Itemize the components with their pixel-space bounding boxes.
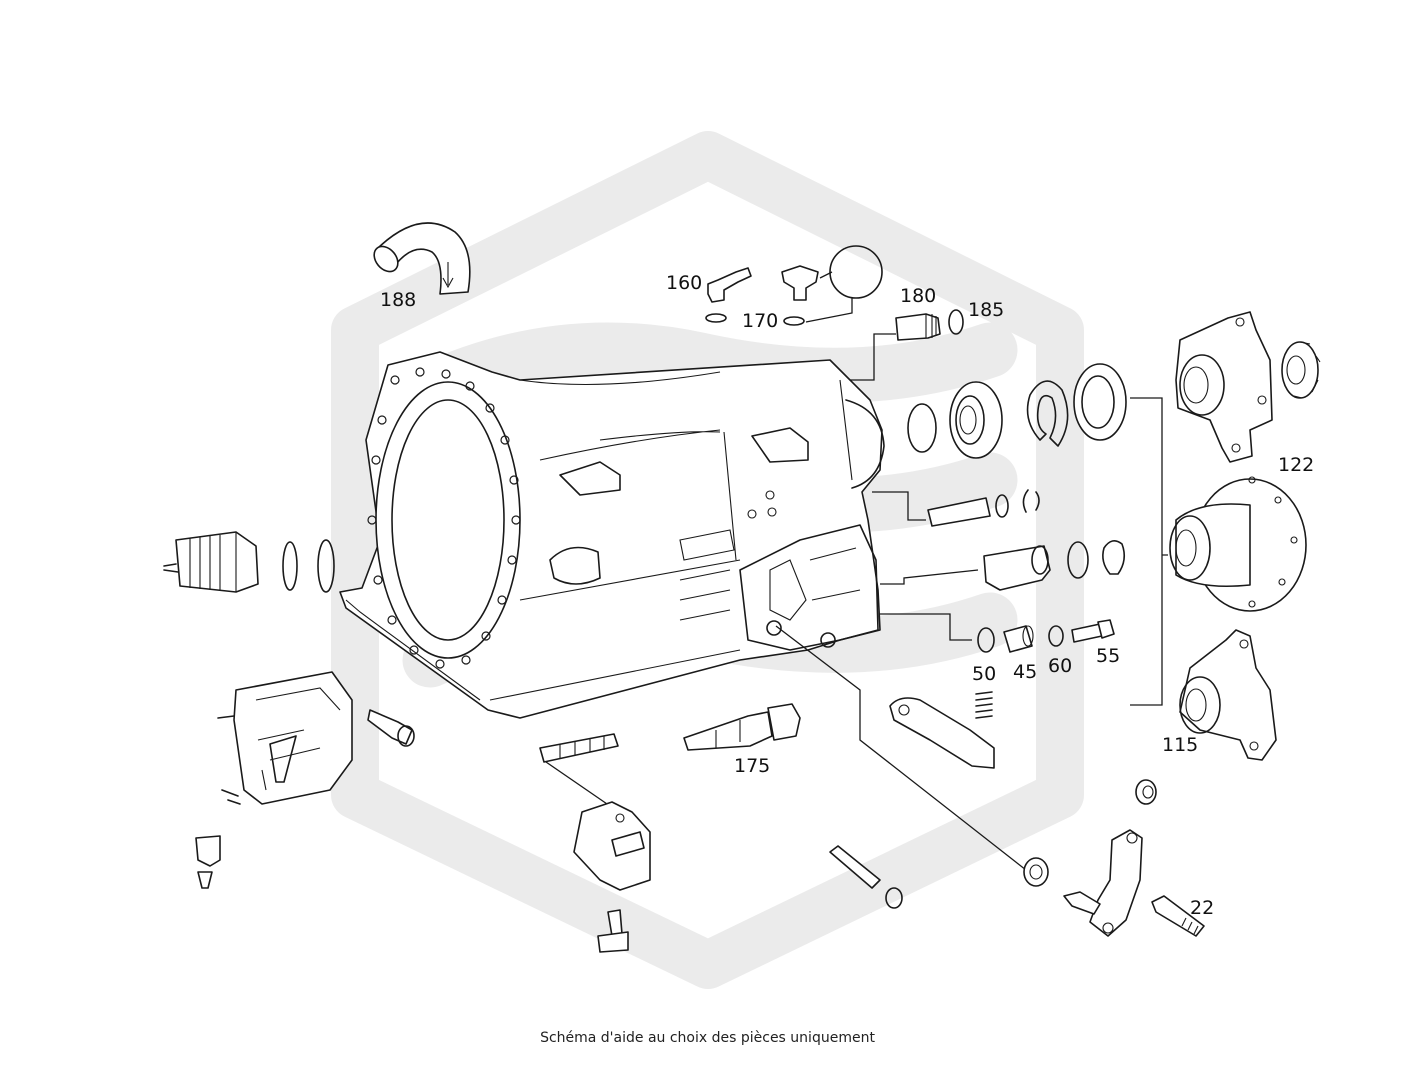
flange-upper[interactable]: [1175, 311, 1273, 463]
nut[interactable]: [1135, 779, 1157, 805]
callout-50: 50: [972, 663, 996, 685]
vent-valve-160[interactable]: [705, 267, 752, 323]
callout-60: 60: [1048, 655, 1072, 677]
gear-small[interactable]: [1281, 341, 1321, 399]
flange-115[interactable]: [1179, 629, 1277, 761]
transmission-housing[interactable]: [339, 351, 885, 719]
radial-shaft-seal[interactable]: [1073, 363, 1127, 441]
shaft-22[interactable]: [1151, 895, 1205, 937]
bolt-left[interactable]: [367, 709, 415, 747]
callout-22: 22: [1190, 897, 1214, 919]
plug-45[interactable]: [1003, 625, 1034, 653]
callout-55: 55: [1096, 645, 1120, 667]
pawl-spring[interactable]: [975, 691, 993, 719]
ball-bearing[interactable]: [949, 381, 1003, 459]
circlip[interactable]: [1026, 380, 1069, 447]
connector-plug[interactable]: [195, 835, 221, 889]
caption: Schéma d'aide au choix des pièces unique…: [540, 1030, 875, 1046]
screw-55[interactable]: [1071, 619, 1115, 643]
callout-188: 188: [380, 289, 416, 311]
washer-60[interactable]: [1048, 625, 1064, 647]
callout-160: 160: [666, 272, 702, 294]
bolt-bottom[interactable]: [597, 909, 629, 953]
callout-170: 170: [742, 310, 778, 332]
sensor-175[interactable]: [683, 703, 801, 751]
callout-122: 122: [1278, 454, 1314, 476]
control-unit[interactable]: [217, 671, 353, 805]
input-shaft-sleeve[interactable]: [163, 531, 259, 593]
selector-lever[interactable]: [1063, 829, 1143, 937]
plunger-180[interactable]: [836, 309, 964, 381]
plug-170[interactable]: [781, 245, 883, 326]
parking-pawl[interactable]: [889, 697, 995, 769]
valve-body-piston[interactable]: [983, 540, 1126, 591]
seal-ring[interactable]: [907, 403, 937, 453]
o-ring-left-2[interactable]: [317, 539, 335, 593]
callout-45: 45: [1013, 661, 1037, 683]
selector-bracket[interactable]: [573, 801, 651, 891]
breather-hose-188[interactable]: [369, 222, 471, 295]
bushing[interactable]: [1023, 857, 1049, 887]
shift-rod[interactable]: [539, 733, 619, 807]
callout-175: 175: [734, 755, 770, 777]
pin-shaft[interactable]: [927, 489, 1040, 527]
o-ring-left[interactable]: [282, 541, 298, 591]
callout-185: 185: [968, 299, 1004, 321]
callout-180: 180: [900, 285, 936, 307]
seal-ring-50[interactable]: [977, 627, 995, 653]
flange-122[interactable]: [1169, 476, 1307, 612]
pin-bottom[interactable]: [829, 845, 903, 909]
callout-115: 115: [1162, 734, 1198, 756]
